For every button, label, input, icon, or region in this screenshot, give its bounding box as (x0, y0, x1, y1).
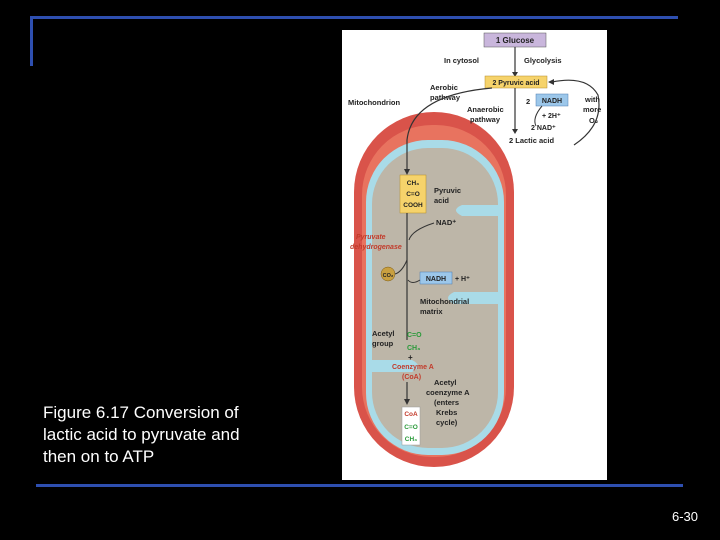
arrowhead (404, 399, 410, 405)
arrowhead (512, 72, 518, 77)
lactic-label: 2 Lactic acid (509, 136, 554, 145)
in-cytosol-label: In cytosol (444, 56, 479, 65)
matrix-label-1: Mitochondrial (420, 297, 469, 306)
co2-arrow (394, 259, 408, 275)
aerobic-label-1: Aerobic (430, 83, 458, 92)
top-rule (30, 16, 678, 19)
ch3-label: CH₃ (407, 180, 419, 187)
caption-line-1: Figure 6.17 Conversion of (43, 403, 239, 422)
enzyme-label-1: Pyruvate (356, 234, 386, 241)
enters-label-1: Acetyl (434, 378, 457, 387)
glycolysis-label: Glycolysis (524, 56, 562, 65)
pathway-diagram: 1 Glucose In cytosol Glycolysis 2 Pyruvi… (342, 30, 607, 480)
nadh-mid-box (419, 271, 453, 285)
mitochondrion-label: Mitochondrion (348, 98, 400, 107)
caption-line-2: lactic acid to pyruvate and (43, 425, 240, 444)
with-label-1: with (584, 95, 600, 104)
anaerobic-label-1: Anaerobic (467, 105, 504, 114)
pyruvic-molecule-box (399, 174, 427, 214)
bottom-rule (36, 484, 683, 487)
co-label: C=O (406, 191, 420, 198)
coenzyme-label-2: (CoA) (402, 374, 421, 381)
nad-arrow (408, 222, 435, 241)
matrix-label-2: matrix (420, 307, 443, 316)
coa-label: CoA (404, 411, 418, 418)
pyruvic-label-1: Pyruvic (434, 186, 461, 195)
left-rule (30, 16, 33, 66)
caption-line-3: then on to ATP (43, 447, 155, 466)
pyruvic-label-2: acid (434, 196, 449, 205)
coenzyme-label-1: Coenzyme A (392, 364, 434, 371)
acetyl-label-2: group (372, 339, 394, 348)
with-label-3: O₂ (589, 116, 598, 125)
pyruvic-top-box (484, 75, 548, 89)
mitochondrion-figure: 1 Glucose In cytosol Glycolysis 2 Pyruvi… (342, 30, 607, 480)
arrowhead (512, 129, 518, 134)
arrowhead (548, 79, 554, 85)
acetyl-c-label: C=O (407, 332, 422, 339)
acetyl-ch3-label: CH₃ (407, 345, 420, 352)
cooh-label: COOH (403, 202, 423, 209)
coa-c-label: C=O (404, 424, 418, 431)
glucose-label: 1 Glucose (496, 36, 535, 45)
nadh-mid-label: NADH (426, 276, 446, 283)
crista-fold (448, 292, 498, 304)
with-label-2: more (583, 105, 601, 114)
plus-h-label: + H⁺ (455, 276, 470, 283)
two-nad-label: 2 NAD⁺ (531, 125, 556, 132)
pyruvic-top-label: 2 Pyruvic acid (492, 80, 539, 87)
plus-2h-label: + 2H⁺ (542, 113, 561, 120)
aerobic-arrow (406, 87, 493, 172)
enters-label-3: (enters (434, 398, 459, 407)
nadh-top-label: NADH (542, 98, 562, 105)
co2-label: CO₂ (383, 273, 394, 279)
figure-caption: Figure 6.17 Conversion of lactic acid to… (43, 402, 323, 468)
nadh-top-box (535, 93, 569, 107)
nad-plus-label: NAD⁺ (436, 218, 456, 227)
matrix-region (372, 148, 498, 448)
enters-label-4: Krebs (436, 408, 457, 417)
slide-number: 6-30 (672, 509, 699, 524)
two-label: 2 (526, 97, 530, 106)
anaerobic-label-2: pathway (470, 115, 501, 124)
coa-ch3-label: CH₃ (405, 436, 417, 443)
crista-fold (372, 360, 418, 372)
nadh-arrow (534, 105, 543, 127)
crista-fold (456, 205, 498, 216)
recycle-arrow (551, 79, 600, 146)
plus-label: + (408, 353, 413, 362)
arrowhead (404, 169, 410, 175)
enters-label-5: cycle) (436, 418, 458, 427)
enzyme-label-2: dehydrogenase (350, 244, 402, 251)
acetyl-coa-box (401, 406, 421, 446)
nadh-mid-arrow (407, 279, 421, 283)
enters-label-2: coenzyme A (426, 388, 470, 397)
acetyl-label-1: Acetyl (372, 329, 395, 338)
